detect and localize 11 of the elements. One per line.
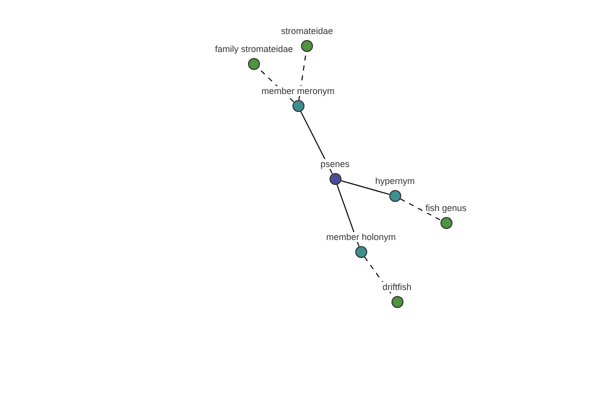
connector-line	[340, 180, 390, 195]
node-label: driftfish	[382, 282, 412, 292]
node-label: hypernym	[374, 176, 416, 186]
node-label: psenes	[319, 159, 351, 169]
dashed-connector	[400, 198, 442, 221]
node-label: member meronym	[260, 86, 336, 96]
connector-line	[300, 110, 333, 174]
node-label: stromateidae	[280, 26, 334, 36]
node-label: family stromateidae	[214, 44, 294, 54]
node-label: member holonym	[325, 232, 397, 242]
node-label: fish genus	[424, 203, 468, 213]
